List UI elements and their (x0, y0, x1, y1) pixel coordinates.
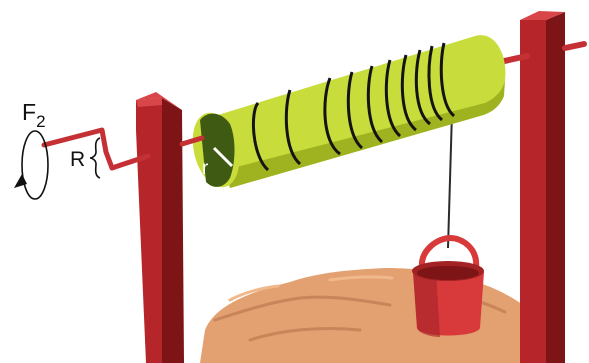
bucket (412, 238, 484, 337)
left-post (136, 92, 184, 363)
drum (185, 35, 505, 192)
right-post (520, 11, 565, 363)
drum-radius-label: r (202, 158, 209, 179)
crank-radius-brace (90, 138, 100, 178)
crank-radius-label: R (70, 148, 85, 171)
rope (448, 112, 452, 248)
rotation-arrow-icon (14, 131, 48, 199)
sand-mound (200, 268, 548, 363)
force-label: F2 (22, 99, 46, 131)
